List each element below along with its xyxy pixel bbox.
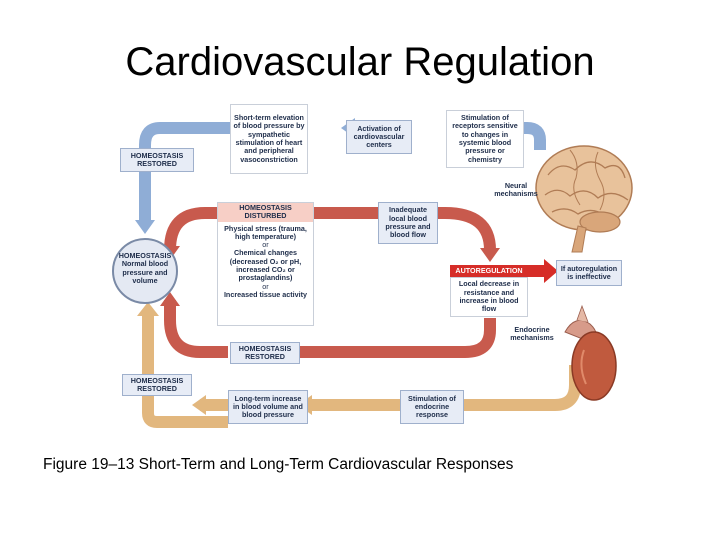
short-term-elevation-box: Short-term elevation of blood pressure b…	[230, 104, 308, 174]
long-term-from-kidney	[455, 365, 581, 411]
inadequate-flow-text: Inadequate local blood pressure and bloo…	[385, 205, 431, 240]
auto-arrowhead	[544, 259, 558, 283]
long-term-arrowhead-left-2	[192, 395, 206, 415]
autoregulation-text: Local decrease in resistance and increas…	[458, 279, 520, 314]
homeostasis-restored-bottom-text: HOMEOSTASIS RESTORED	[130, 375, 184, 393]
autoregulation-box: Local decrease in resistance and increas…	[450, 277, 528, 317]
long-term-increase-text: Long-term increase in blood volume and b…	[233, 393, 303, 420]
short-term-left	[139, 122, 230, 148]
cause-chemical-changes: Chemical changes (decreased O₂ or pH, in…	[229, 248, 302, 283]
disturbance-top	[300, 207, 496, 251]
homeostasis-disturbed-panel: HOMEOSTASIS DISTURBED Physical stress (t…	[217, 202, 314, 326]
homeostasis-circle-text: Normal blood pressure and volume	[121, 259, 169, 285]
disturbance-bottom	[300, 318, 496, 358]
endocrine-mechanisms-label: Endocrine mechanisms	[506, 325, 558, 343]
long-term-arrow-right	[142, 318, 228, 428]
long-term-increase-box: Long-term increase in blood volume and b…	[228, 390, 308, 424]
stimulation-receptors-text: Stimulation of receptors sensitive to ch…	[452, 113, 518, 164]
short-term-from-brain	[480, 122, 546, 150]
cause-tissue-activity: Increased tissue activity	[223, 289, 308, 299]
disturbance-bottom-left	[164, 300, 228, 358]
short-term-elevation-text: Short-term elevation of blood pressure b…	[233, 113, 305, 164]
homeostasis-restored-mid-text: HOMEOSTASIS RESTORED	[238, 343, 292, 361]
autoregulation-label: AUTOREGULATION	[450, 265, 528, 277]
if-ineffective-text: If autoregulation is ineffective	[560, 263, 618, 281]
homeostasis-disturbed-header: HOMEOSTASIS DISTURBED	[218, 203, 313, 222]
homeostasis-restored-bottom-box: HOMEOSTASIS RESTORED	[122, 374, 192, 396]
activation-centers-text: Activation of cardiovascular centers	[353, 123, 405, 150]
homeostasis-restored-top-text: HOMEOSTASIS RESTORED	[130, 150, 184, 168]
neural-mechanisms-label: Neural mechanisms	[494, 181, 538, 199]
short-term-arrowhead-down	[135, 220, 155, 234]
autoregulation-title: AUTOREGULATION	[455, 266, 523, 275]
kidney-illustration	[564, 304, 617, 401]
stimulation-endocrine-text: Stimulation of endocrine response	[408, 393, 456, 420]
disturbance-arrowhead-up	[160, 292, 180, 306]
if-ineffective-box: If autoregulation is ineffective	[556, 260, 622, 286]
inadequate-flow-box: Inadequate local blood pressure and bloo…	[378, 202, 438, 244]
activation-centers-box: Activation of cardiovascular centers	[346, 120, 412, 154]
homeostasis-circle: HOMEOSTASIS Normal blood pressure and vo…	[112, 238, 178, 304]
homeostasis-disturbed-title: HOMEOSTASIS DISTURBED	[239, 203, 292, 221]
homeostasis-restored-mid-box: HOMEOSTASIS RESTORED	[230, 342, 300, 364]
slide-title: Cardiovascular Regulation	[125, 40, 595, 84]
cause-or-2: or	[262, 281, 269, 291]
homeostasis-circle-title: HOMEOSTASIS	[118, 251, 172, 260]
long-term-arrowhead-up	[137, 302, 159, 316]
auto-arrow-shaft	[528, 265, 546, 277]
homeostasis-restored-top-box: HOMEOSTASIS RESTORED	[120, 148, 194, 172]
figure-caption: Figure 19–13 Short-Term and Long-Term Ca…	[43, 456, 514, 473]
endocrine-mechanisms-text: Endocrine mechanisms	[510, 325, 554, 343]
stimulation-receptors-box: Stimulation of receptors sensitive to ch…	[446, 110, 524, 168]
disturbance-left	[164, 207, 220, 251]
cause-physical-stress: Physical stress (trauma, high temperatur…	[224, 223, 307, 241]
neural-mechanisms-text: Neural mechanisms	[494, 181, 538, 199]
stimulation-endocrine-box: Stimulation of endocrine response	[400, 390, 464, 424]
cause-or-1: or	[262, 240, 269, 250]
disturbance-arrowhead-down	[480, 248, 500, 262]
disturbed-causes-list: Physical stress (trauma, high temperatur…	[218, 222, 313, 303]
brain-illustration	[535, 145, 633, 253]
